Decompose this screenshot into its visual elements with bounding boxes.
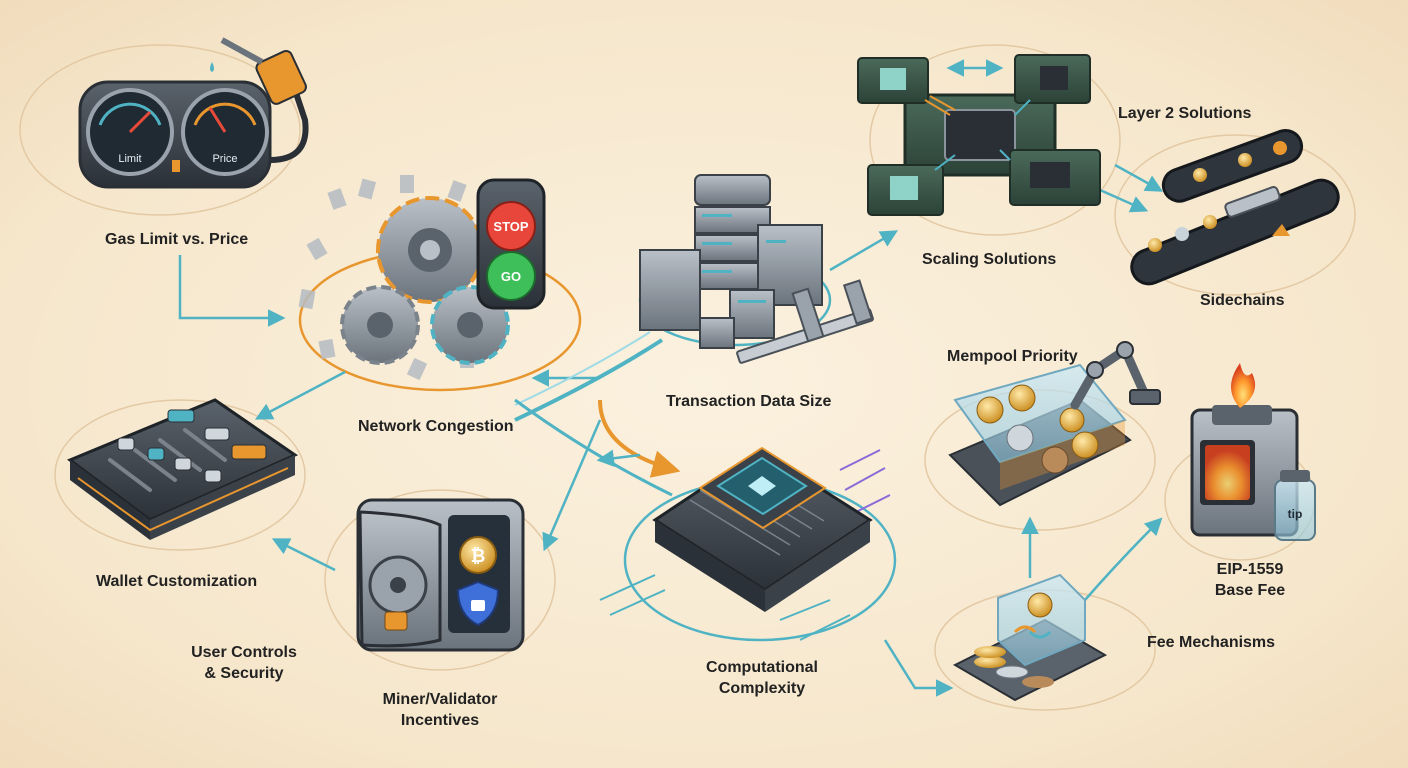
- shield-lock-icon: [456, 580, 500, 627]
- label-computational-line1: Computational: [706, 659, 818, 676]
- coin-stack-icon: [952, 573, 1108, 702]
- connector-arrows: [178, 59, 1164, 697]
- slider-panel-icon: [66, 398, 299, 540]
- arrow-fee-to-eip: [1084, 517, 1163, 601]
- label-network-congestion: Network Congestion: [358, 418, 514, 435]
- circuit-board-icon: [857, 54, 1101, 216]
- vault-icon: [356, 498, 525, 652]
- arrow-hub-to-cpu: [598, 399, 681, 478]
- gauge-icon: Limit Price: [78, 80, 272, 189]
- gauge-limit-text: Limit: [118, 153, 141, 165]
- label-scaling-solutions: Scaling Solutions: [922, 251, 1057, 268]
- arrow-congestion-to-wallet: [254, 370, 346, 420]
- fuel-pump-icon: [210, 37, 309, 163]
- label-user-controls-line2: & Security: [204, 665, 284, 682]
- label-user-controls-line1: User Controls: [191, 644, 297, 661]
- arrow-center-to-datasize: [514, 338, 664, 422]
- arrow-scaling-to-sidechains: [1099, 188, 1149, 213]
- label-layer2-solutions: Layer 2 Solutions: [1118, 105, 1252, 122]
- label-fee-mechanisms: Fee Mechanisms: [1147, 634, 1276, 651]
- arrow-cpu-to-fee: [883, 639, 954, 697]
- traffic-light-icon: STOP GO: [476, 178, 546, 310]
- arrow-gas-to-congestion: [178, 255, 286, 327]
- label-eip1559-line2: Base Fee: [1214, 582, 1286, 599]
- label-transaction-data-size: Transaction Data Size: [666, 393, 832, 410]
- label-miner-line1: Miner/Validator: [382, 691, 498, 708]
- jar-label-text: tip: [1288, 507, 1303, 521]
- label-gas-limit-vs-price: Gas Limit vs. Price: [105, 231, 249, 248]
- label-miner-line2: Incentives: [400, 712, 480, 729]
- gauge-price-text: Price: [212, 153, 237, 165]
- arrow-layer2-to-sidechains: [1114, 163, 1164, 192]
- label-eip1559-line1: EIP-1559: [1216, 561, 1284, 578]
- gear-icon: [340, 285, 420, 365]
- label-miner-validator-incentives: Miner/Validator Incentives: [372, 689, 508, 731]
- label-sidechains: Sidechains: [1200, 292, 1285, 309]
- caliper-icon: [736, 279, 874, 364]
- furnace-icon: [1190, 363, 1299, 537]
- arrow-miner-to-wallet: [271, 538, 336, 572]
- gear-icon: [376, 196, 484, 304]
- arrow-datasize-to-scaling: [829, 230, 899, 272]
- tip-jar-icon: tip: [1274, 470, 1316, 541]
- label-computational-complexity: Computational Complexity: [700, 657, 824, 699]
- mempool-tray: [948, 363, 1132, 507]
- server-stack-icon: [639, 174, 823, 349]
- label-computational-line2: Complexity: [718, 680, 806, 697]
- arrow-congestion-to-cpu: [514, 398, 673, 497]
- label-wallet-customization: Wallet Customization: [96, 573, 258, 590]
- gear-cluster: [298, 175, 527, 381]
- label-mempool-priority: Mempool Priority: [947, 348, 1078, 365]
- robot-arm-icon: [1070, 341, 1161, 410]
- label-user-controls-security: User Controls & Security: [184, 642, 304, 684]
- cpu-chip-icon: [599, 446, 891, 641]
- stop-text: STOP: [493, 219, 528, 234]
- arrow-hub-to-datasize: [514, 331, 651, 406]
- svg-text:₿: ₿: [471, 546, 486, 567]
- arrow-hub-to-wallet-line: [542, 419, 602, 552]
- bitcoin-icon: ₿: [459, 536, 497, 574]
- conveyor-icon: [1130, 129, 1340, 286]
- go-text: GO: [501, 269, 521, 284]
- label-eip1559-base-fee: EIP-1559 Base Fee: [1210, 559, 1290, 601]
- arrow-cpu-to-miner: [596, 449, 641, 467]
